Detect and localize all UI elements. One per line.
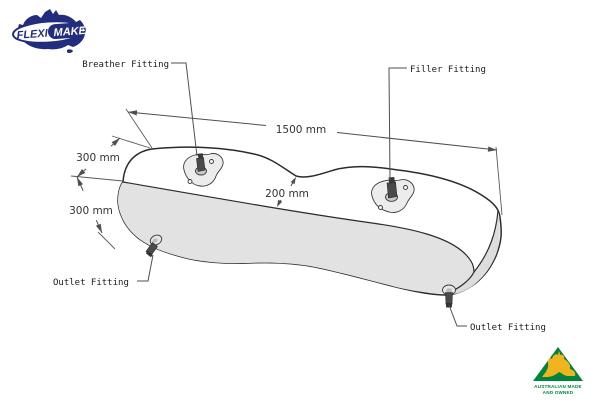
dimension-length-line xyxy=(127,111,498,151)
filler-spout-cap xyxy=(388,177,395,184)
filler-flange-hole xyxy=(403,185,408,190)
dimension-length-arrow-left xyxy=(128,110,138,116)
dimension-height-label: 300 mm xyxy=(69,205,113,217)
outlet-left-spout-tip xyxy=(146,250,153,258)
dimension-length: 1500 mm xyxy=(125,108,503,216)
dimension-height-extension-bottom xyxy=(97,231,116,250)
brand-make-text: MAKE xyxy=(53,25,87,39)
brand-logo: FLEXI MAKE xyxy=(12,9,87,54)
filler-flange-hole xyxy=(378,205,383,210)
dimension-waist-arrow-top xyxy=(290,177,296,185)
dimension-width-arrow-right xyxy=(111,138,120,146)
filler-fitting-label: Filler Fitting xyxy=(410,65,486,75)
dimension-waist-arrow-bottom xyxy=(277,199,283,207)
dimension-width-extension-back xyxy=(111,135,151,149)
breather-fitting-label: Breather Fitting xyxy=(82,60,169,70)
outlet-fitting-right-label: Outlet Fitting xyxy=(470,323,546,333)
filler-fitting xyxy=(371,177,415,213)
australian-made-badge: AUSTRALIAN MADE AND OWNED xyxy=(533,347,583,395)
brand-make-block xyxy=(47,22,83,40)
dimension-width-extension-front xyxy=(70,175,124,182)
dimension-length-arrow-right xyxy=(487,146,497,152)
filler-spout xyxy=(386,181,398,199)
tank-front-face xyxy=(118,182,474,294)
badge-kangaroo-icon xyxy=(542,351,576,377)
breather-fitting xyxy=(183,153,224,187)
dimension-waist: 200 mm xyxy=(265,177,309,207)
outlet-fitting-right xyxy=(442,284,456,308)
dimension-width-arrow-left xyxy=(77,169,86,177)
callout-breather: Breather Fitting xyxy=(82,60,198,157)
badge-line2: AND OWNED xyxy=(543,390,574,395)
dimension-length-label: 1500 mm xyxy=(276,124,327,136)
breather-flange-hole xyxy=(209,159,214,164)
callout-outlet-left: Outlet Fitting xyxy=(53,254,154,288)
dimension-width-label: 300 mm xyxy=(76,152,120,164)
outlet-right-ring-inner xyxy=(446,288,452,293)
breather-spout xyxy=(196,157,206,172)
tasmania-icon xyxy=(67,49,73,54)
dimension-height: 300 mm xyxy=(69,176,116,250)
badge-line1: AUSTRALIAN MADE xyxy=(534,384,582,389)
dimension-width: 300 mm xyxy=(70,135,151,182)
dimension-length-extension-left xyxy=(125,108,153,149)
dimension-height-arrow-bottom xyxy=(95,223,102,233)
breather-flange-hole xyxy=(187,179,193,184)
filler-leader-line xyxy=(388,67,407,181)
brand-flexi-text: FLEXI xyxy=(16,28,49,42)
dimension-waist-label: 200 mm xyxy=(265,188,309,200)
tank-right-cap xyxy=(446,212,500,295)
callout-outlet-right: Outlet Fitting xyxy=(448,304,546,333)
tank-body xyxy=(117,146,502,296)
outlet-left-leader-line xyxy=(137,254,154,282)
dimension-length-extension-right xyxy=(495,146,503,216)
callout-filler: Filler Fitting xyxy=(388,65,486,181)
tank-cap-inner-edge xyxy=(447,210,499,294)
outlet-fitting-left-label: Outlet Fitting xyxy=(53,278,129,288)
outlet-right-spout xyxy=(445,292,453,305)
outlet-fitting-left xyxy=(145,234,163,258)
breather-spout-cap xyxy=(197,153,204,159)
breather-leader-line xyxy=(171,62,198,157)
outlet-right-leader-line xyxy=(448,304,467,327)
tank-front-top-edge xyxy=(122,181,475,273)
dimension-height-arrow-top xyxy=(77,177,83,187)
outlet-left-ring-inner xyxy=(152,238,158,243)
